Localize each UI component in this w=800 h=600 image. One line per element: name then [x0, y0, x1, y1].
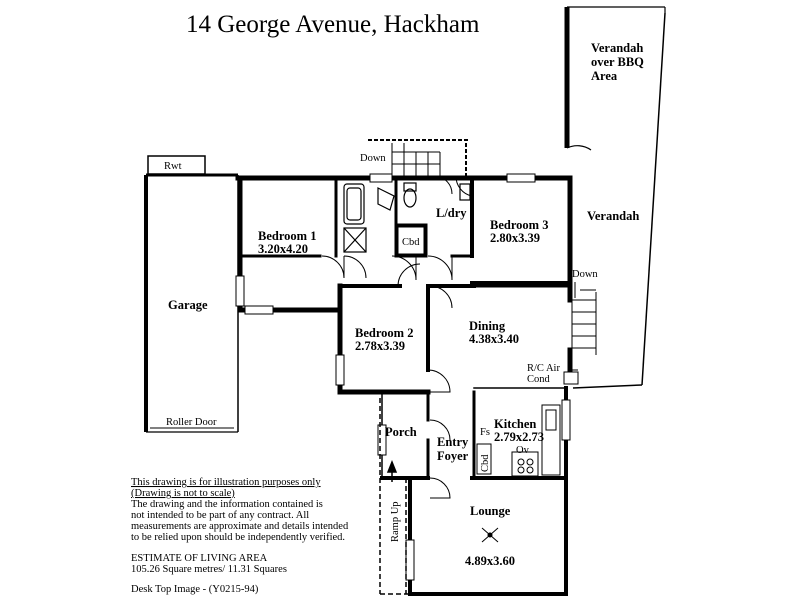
bedroom3-name: Bedroom 3	[490, 218, 548, 232]
bedroom1-name: Bedroom 1	[258, 229, 316, 243]
disclaimer-para-1: The drawing and the information containe…	[131, 499, 323, 510]
entry-line1: Entry	[437, 435, 469, 449]
cbd-lower-label: Cbd	[480, 454, 491, 472]
kitchen-name: Kitchen	[494, 417, 536, 431]
entry-line2: Foyer	[437, 449, 469, 463]
page-title: 14 George Avenue, Hackham	[186, 11, 480, 38]
cupboard-lower	[476, 443, 492, 475]
stairs-top	[368, 139, 468, 178]
bedroom1-size: 3.20x4.20	[258, 242, 308, 256]
lounge-size: 4.89x3.60	[465, 554, 515, 568]
cupboard-upper	[397, 226, 425, 255]
ramp	[379, 398, 410, 595]
footer-reference: Desk Top Image - (Y0215-94)	[131, 584, 259, 595]
bedroom2-name: Bedroom 2	[355, 326, 413, 340]
disclaimer-para-4: to be relied upon should be independentl…	[131, 532, 345, 543]
roller-door-label: Roller Door	[166, 417, 217, 428]
rc-air-line2: Cond	[527, 374, 551, 385]
dining-name: Dining	[469, 319, 506, 333]
verandah-bbq-line2: over BBQ	[591, 55, 644, 69]
porch-label: Porch	[385, 425, 417, 439]
stairs-right	[563, 282, 597, 385]
kitchen-fixtures	[511, 404, 561, 477]
oven-label: Ov	[516, 445, 530, 456]
verandah-outline	[564, 6, 666, 389]
bathroom-fixtures	[343, 182, 471, 253]
verandah-bbq-line1: Verandah	[591, 41, 643, 55]
disclaimer-para-2: not intended to be part of any contract.…	[131, 510, 309, 521]
rc-air-line1: R/C Air	[527, 363, 560, 374]
ceiling-fan-icon	[481, 527, 499, 543]
house-walls	[235, 175, 573, 596]
bedroom2-size: 2.78x3.39	[355, 339, 405, 353]
disclaimer-para-3: measurements are approximate and details…	[131, 521, 349, 532]
bedroom3-size: 2.80x3.39	[490, 231, 540, 245]
ramp-label: Ramp Up	[390, 501, 401, 542]
living-area-value: 105.26 Square metres/ 11.31 Squares	[131, 564, 287, 575]
down-label-top: Down	[360, 153, 386, 164]
verandah-bbq-line3: Area	[591, 69, 618, 83]
disclaimer-line1: This drawing is for illustration purpose…	[131, 477, 321, 488]
estimate-heading: ESTIMATE OF LIVING AREA	[131, 553, 268, 564]
rwt-label: Rwt	[164, 161, 182, 172]
disclaimer-line2: (Drawing is not to scale)	[131, 488, 235, 499]
lounge-name: Lounge	[470, 504, 511, 518]
fs-label: Fs	[480, 427, 490, 438]
dining-size: 4.38x3.40	[469, 332, 519, 346]
down-label-right: Down	[572, 269, 598, 280]
kitchen-size: 2.79x2.73	[494, 430, 544, 444]
cbd-upper-label: Cbd	[402, 237, 420, 248]
verandah-label: Verandah	[587, 209, 639, 223]
garage-label: Garage	[168, 298, 208, 312]
ldry-label: L/dry	[436, 206, 467, 220]
